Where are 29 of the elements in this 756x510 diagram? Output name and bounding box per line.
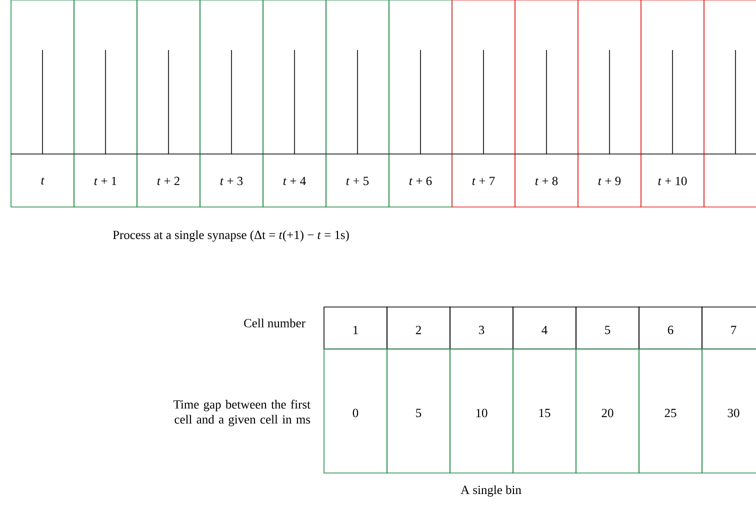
time-slot: t + 4 <box>262 0 326 208</box>
time-slot: t + 6 <box>388 0 452 208</box>
table-cell: 4 <box>512 306 576 350</box>
table-cell: 20 <box>576 348 640 474</box>
table-cell: 25 <box>638 348 702 474</box>
table-caption: A single bin <box>460 485 522 497</box>
time-slot: t + 9 <box>578 0 642 208</box>
table-cell: 2 <box>386 306 450 350</box>
table-cell: 7 <box>702 306 756 350</box>
row-header: Time gap between the first cell and a given cell in ms <box>174 400 310 426</box>
table-cell: 6 <box>638 306 702 350</box>
time-slot: t + 10 <box>640 0 704 208</box>
time-slot: t + 8 <box>514 0 578 208</box>
table-cell: 5 <box>386 348 450 474</box>
time-slot: t + 1 <box>74 0 138 208</box>
table-cell: 0 <box>324 348 388 474</box>
table-cell: 5 <box>576 306 640 350</box>
table-cell: 3 <box>450 306 514 350</box>
table-cell: 1 <box>324 306 388 350</box>
caption: Process at a single synapse (Δt = t(+1) − t = 1s) <box>112 230 349 242</box>
time-slot: t + 3 <box>200 0 264 208</box>
time-slot: t <box>10 0 74 208</box>
table-cell: 15 <box>512 348 576 474</box>
time-slot: t + 5 <box>326 0 390 208</box>
row-header: Cell number <box>244 318 306 328</box>
time-slot: t + 2 <box>136 0 200 208</box>
table-cell: 30 <box>702 348 756 474</box>
table-cell: 10 <box>450 348 514 474</box>
time-slot: t + 7 <box>452 0 516 208</box>
